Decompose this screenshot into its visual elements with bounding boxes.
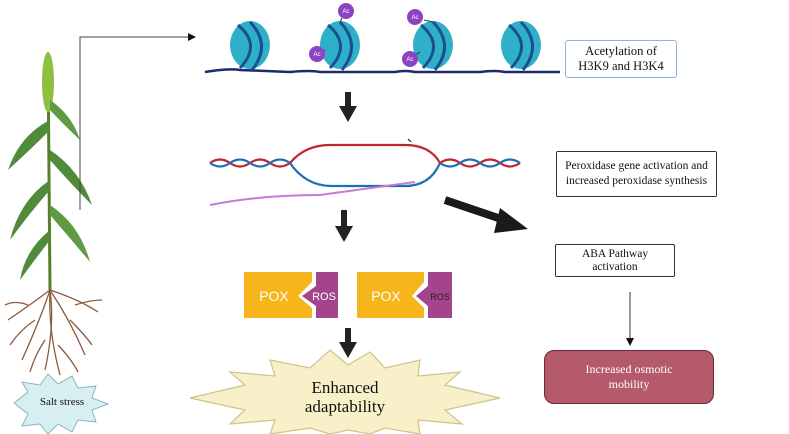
- down-arrow-icon: [335, 210, 353, 242]
- ac-label: Ac: [411, 15, 418, 21]
- peroxidase-box: Peroxidase gene activation and increased…: [556, 151, 717, 197]
- nucleosome-icon: [230, 20, 270, 71]
- chromatin-icon: [204, 17, 560, 74]
- salt-stress-text: Salt stress: [14, 396, 110, 409]
- ros-label: ROS: [312, 291, 336, 303]
- down-arrow-icon: [339, 328, 357, 358]
- osmotic-text: Increased osmotic mobility: [585, 362, 673, 391]
- ac-label: Ac: [342, 9, 349, 15]
- pox-label: POX: [259, 288, 289, 304]
- plant-icon: [4, 52, 103, 376]
- acetylation-box: Acetylation of H3K9 and H3K4: [565, 40, 677, 78]
- dna-icon: [204, 68, 560, 74]
- pox-ros-complex-icon: [357, 272, 452, 318]
- plant-to-chromatin-arrow: [79, 33, 196, 210]
- ac-label: Ac: [313, 52, 320, 58]
- nucleosome-icon: [320, 20, 360, 71]
- salt-stress-label: Salt stress: [39, 396, 85, 408]
- osmotic-box: Increased osmotic mobility: [544, 350, 714, 404]
- acetyl-group-icon: [309, 3, 423, 67]
- peroxidase-text: Peroxidase gene activation and increased…: [565, 160, 708, 187]
- aba-box: ABA Pathway activation: [555, 244, 675, 277]
- dna-transcription-icon: [209, 138, 521, 206]
- salt-stress-burst-shape: [13, 373, 110, 434]
- pox-ros-complex-icon: [244, 272, 338, 318]
- enhanced-adaptability-text: Enhanced adaptability: [290, 378, 400, 416]
- aba-text: ABA Pathway activation: [581, 247, 649, 273]
- down-arrow-icon: [339, 92, 357, 122]
- nucleosome-icon: [501, 20, 541, 71]
- acetylation-text: Acetylation of H3K9 and H3K4: [578, 44, 664, 73]
- pox-label: POX: [371, 288, 401, 304]
- enhanced-label: Enhanced adaptability: [304, 378, 386, 416]
- nucleosome-icon: [413, 20, 453, 71]
- diagonal-arrow-icon: [443, 196, 528, 233]
- enhanced-burst-shape: [189, 349, 501, 434]
- ac-label: Ac: [406, 57, 413, 63]
- ros-label: ROS: [430, 292, 450, 302]
